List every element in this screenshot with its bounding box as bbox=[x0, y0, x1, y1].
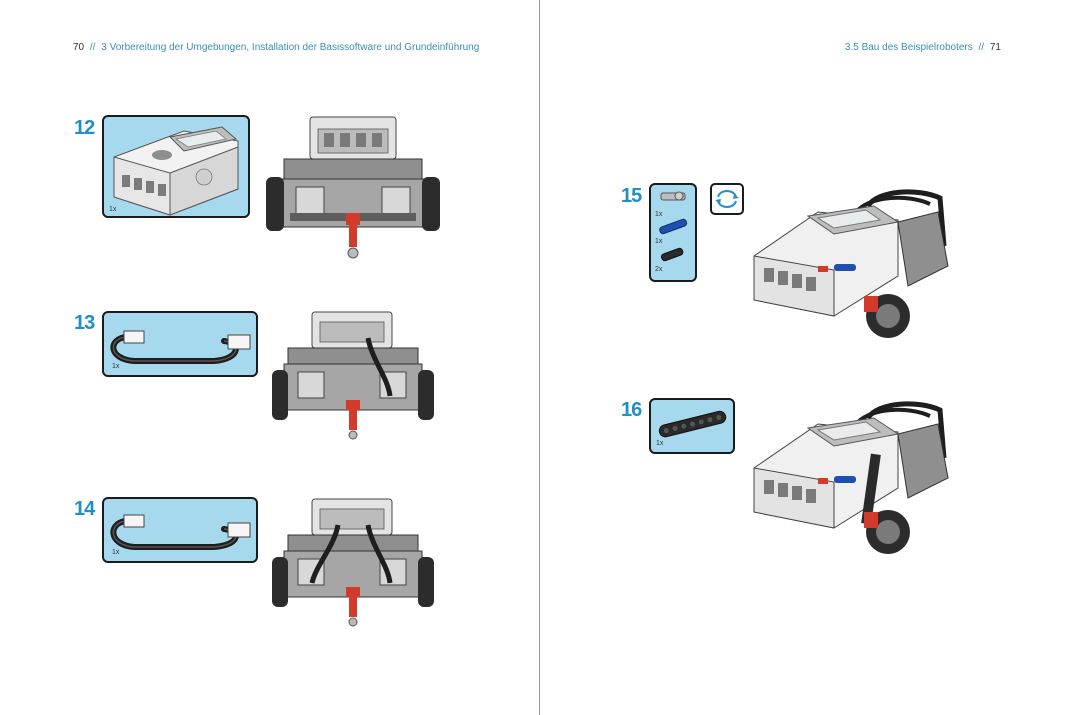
rotate-icon bbox=[710, 183, 744, 215]
robot-assembly-step-13 bbox=[272, 311, 434, 440]
parts-box-step-16: 1x bbox=[649, 398, 735, 454]
part-quantity: 1x bbox=[655, 238, 663, 245]
header-separator: // bbox=[978, 42, 985, 53]
step-number-16: 16 bbox=[621, 399, 642, 421]
robot-assembly-step-16 bbox=[753, 401, 949, 554]
parts-box-step-14: 1x bbox=[102, 497, 258, 563]
left-page-header: 70 // 3 Vorbereitung der Umgebungen, Ins… bbox=[73, 42, 479, 53]
blue-pin-icon bbox=[659, 218, 688, 235]
page-number-right: 71 bbox=[989, 42, 1001, 53]
part-quantity: 1x bbox=[109, 206, 117, 213]
parts-box-step-12: 1x bbox=[102, 115, 250, 218]
right-page-header: 3.5 Bau des Beispielroboters // 71 bbox=[845, 42, 1001, 53]
step-number-14: 14 bbox=[74, 498, 95, 520]
step-number-12: 12 bbox=[74, 117, 95, 139]
part-quantity: 1x bbox=[112, 363, 120, 370]
part-quantity: 1x bbox=[112, 549, 120, 556]
parts-icons bbox=[659, 191, 688, 262]
parts-box-step-15: 1x 1x 2x bbox=[649, 183, 697, 282]
part-quantity: 2x bbox=[655, 266, 663, 273]
page-gutter bbox=[539, 0, 540, 715]
cable-icon bbox=[110, 330, 251, 364]
step-number-13: 13 bbox=[74, 312, 95, 334]
part-quantity: 1x bbox=[655, 211, 663, 218]
header-separator: // bbox=[89, 42, 96, 53]
black-beam-icon bbox=[658, 410, 727, 438]
black-pin-icon bbox=[660, 247, 684, 262]
robot-assembly-step-14 bbox=[272, 498, 434, 627]
left-page: 70 // 3 Vorbereitung der Umgebungen, Ins… bbox=[0, 0, 539, 715]
part-quantity: 1x bbox=[656, 440, 664, 447]
section-title: 3.5 Bau des Beispielroboters bbox=[844, 42, 973, 53]
right-page: 3.5 Bau des Beispielroboters // 71 15 1x… bbox=[540, 0, 1080, 715]
robot-assembly-step-15 bbox=[753, 189, 949, 338]
parts-box-step-13: 1x bbox=[102, 311, 258, 377]
step-number-15: 15 bbox=[621, 185, 642, 207]
page-number-left: 70 bbox=[73, 42, 85, 53]
robot-assembly-step-12 bbox=[266, 116, 440, 259]
gray-axle-pin-icon bbox=[660, 191, 686, 201]
ev3-brick-icon bbox=[113, 126, 239, 216]
chapter-title: 3 Vorbereitung der Umgebungen, Installat… bbox=[101, 42, 480, 53]
cable-icon bbox=[110, 514, 251, 550]
